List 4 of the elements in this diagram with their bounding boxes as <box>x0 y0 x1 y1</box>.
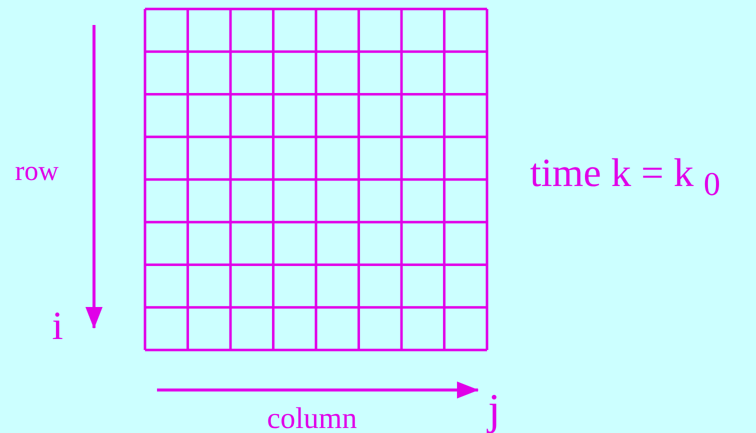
axis-label: row <box>15 158 59 186</box>
time-label: time k = k $_{0}$ <box>530 153 720 202</box>
axis-label: column <box>267 404 357 433</box>
axis-label: i <box>52 306 64 346</box>
